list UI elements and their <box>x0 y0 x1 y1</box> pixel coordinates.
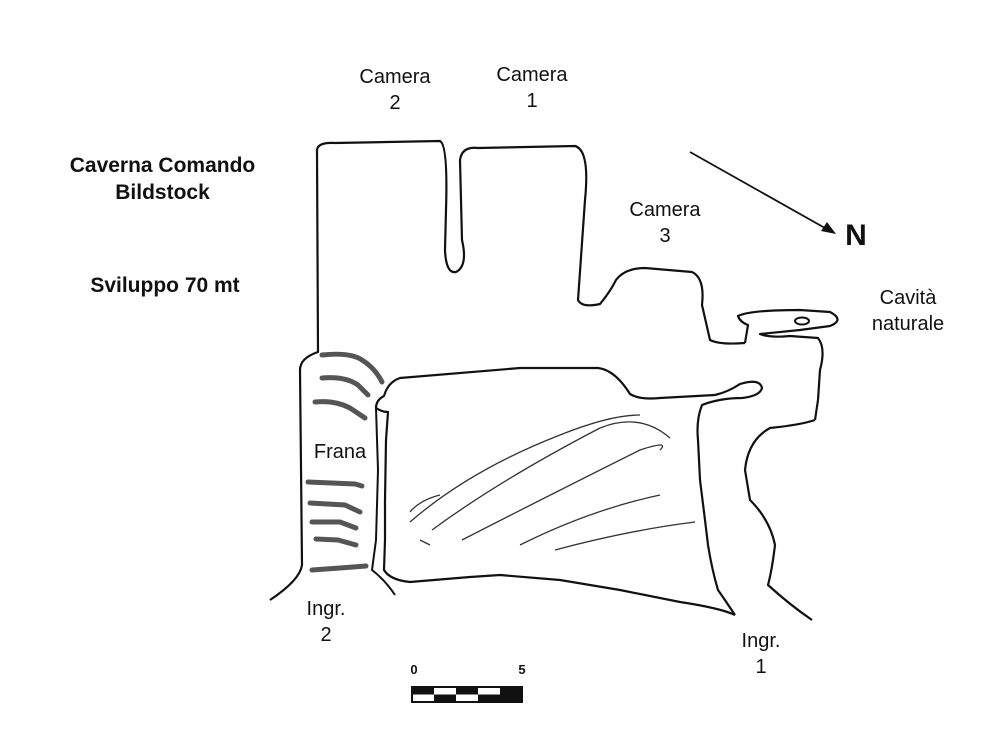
chamber-1-label: Camera 1 <box>477 62 587 114</box>
scale-bar-segment <box>434 694 456 702</box>
north-arrow-head <box>821 222 836 234</box>
entrance-number: 1 <box>755 656 767 678</box>
natural-cavity-label: Cavità naturale <box>848 285 968 337</box>
entrance-1-label: Ingr. 1 <box>725 628 797 680</box>
entrance-name: Ingr. <box>741 630 781 652</box>
chamber-number: 1 <box>526 90 538 112</box>
development-length: Sviluppo 70 mt <box>90 274 240 297</box>
map-title-line-2: Bildstock <box>115 181 210 205</box>
entrance-2-label: Ingr. 2 <box>290 596 362 648</box>
scale-end-label: 5 <box>518 662 526 677</box>
landslide-label: Frana <box>313 441 367 463</box>
chamber-2-label: Camera 2 <box>340 64 450 116</box>
chamber-number: 2 <box>389 92 401 114</box>
chamber-3-label: Camera 3 <box>610 197 720 249</box>
scale-bar-segment <box>456 687 478 695</box>
chamber-name: Camera <box>629 199 701 221</box>
entrance-number: 2 <box>320 624 332 646</box>
landslide-hatch <box>305 351 385 573</box>
landslide-passage-wall <box>371 407 396 596</box>
natural-cavity-line-2: naturale <box>871 313 945 335</box>
east-corridor-outline <box>743 418 816 621</box>
natural-cavity-outline <box>736 308 839 421</box>
chamber-number: 3 <box>659 225 671 247</box>
map-title: Caverna Comando Bildstock <box>50 152 275 207</box>
chamber-name: Camera <box>496 64 568 86</box>
entrance-name: Ingr. <box>306 598 346 620</box>
cave-outline <box>269 139 746 601</box>
scale-bar-segment <box>478 694 500 702</box>
scale-bar-segment <box>500 687 522 702</box>
north-arrow-line <box>689 151 833 233</box>
floor-sketch <box>409 414 696 551</box>
map-title-line-1: Caverna Comando <box>69 154 256 177</box>
north-label: N <box>845 219 867 252</box>
chamber-name: Camera <box>359 66 431 88</box>
scale-bar <box>411 686 523 703</box>
east-corridor-inner-wall <box>696 380 764 616</box>
central-hall-outline <box>374 366 736 617</box>
scale-bar-segment <box>412 687 434 695</box>
natural-cavity-line-1: Cavità <box>879 287 937 309</box>
scale-start-label: 0 <box>410 662 418 677</box>
natural-cavity-hole <box>794 316 810 326</box>
